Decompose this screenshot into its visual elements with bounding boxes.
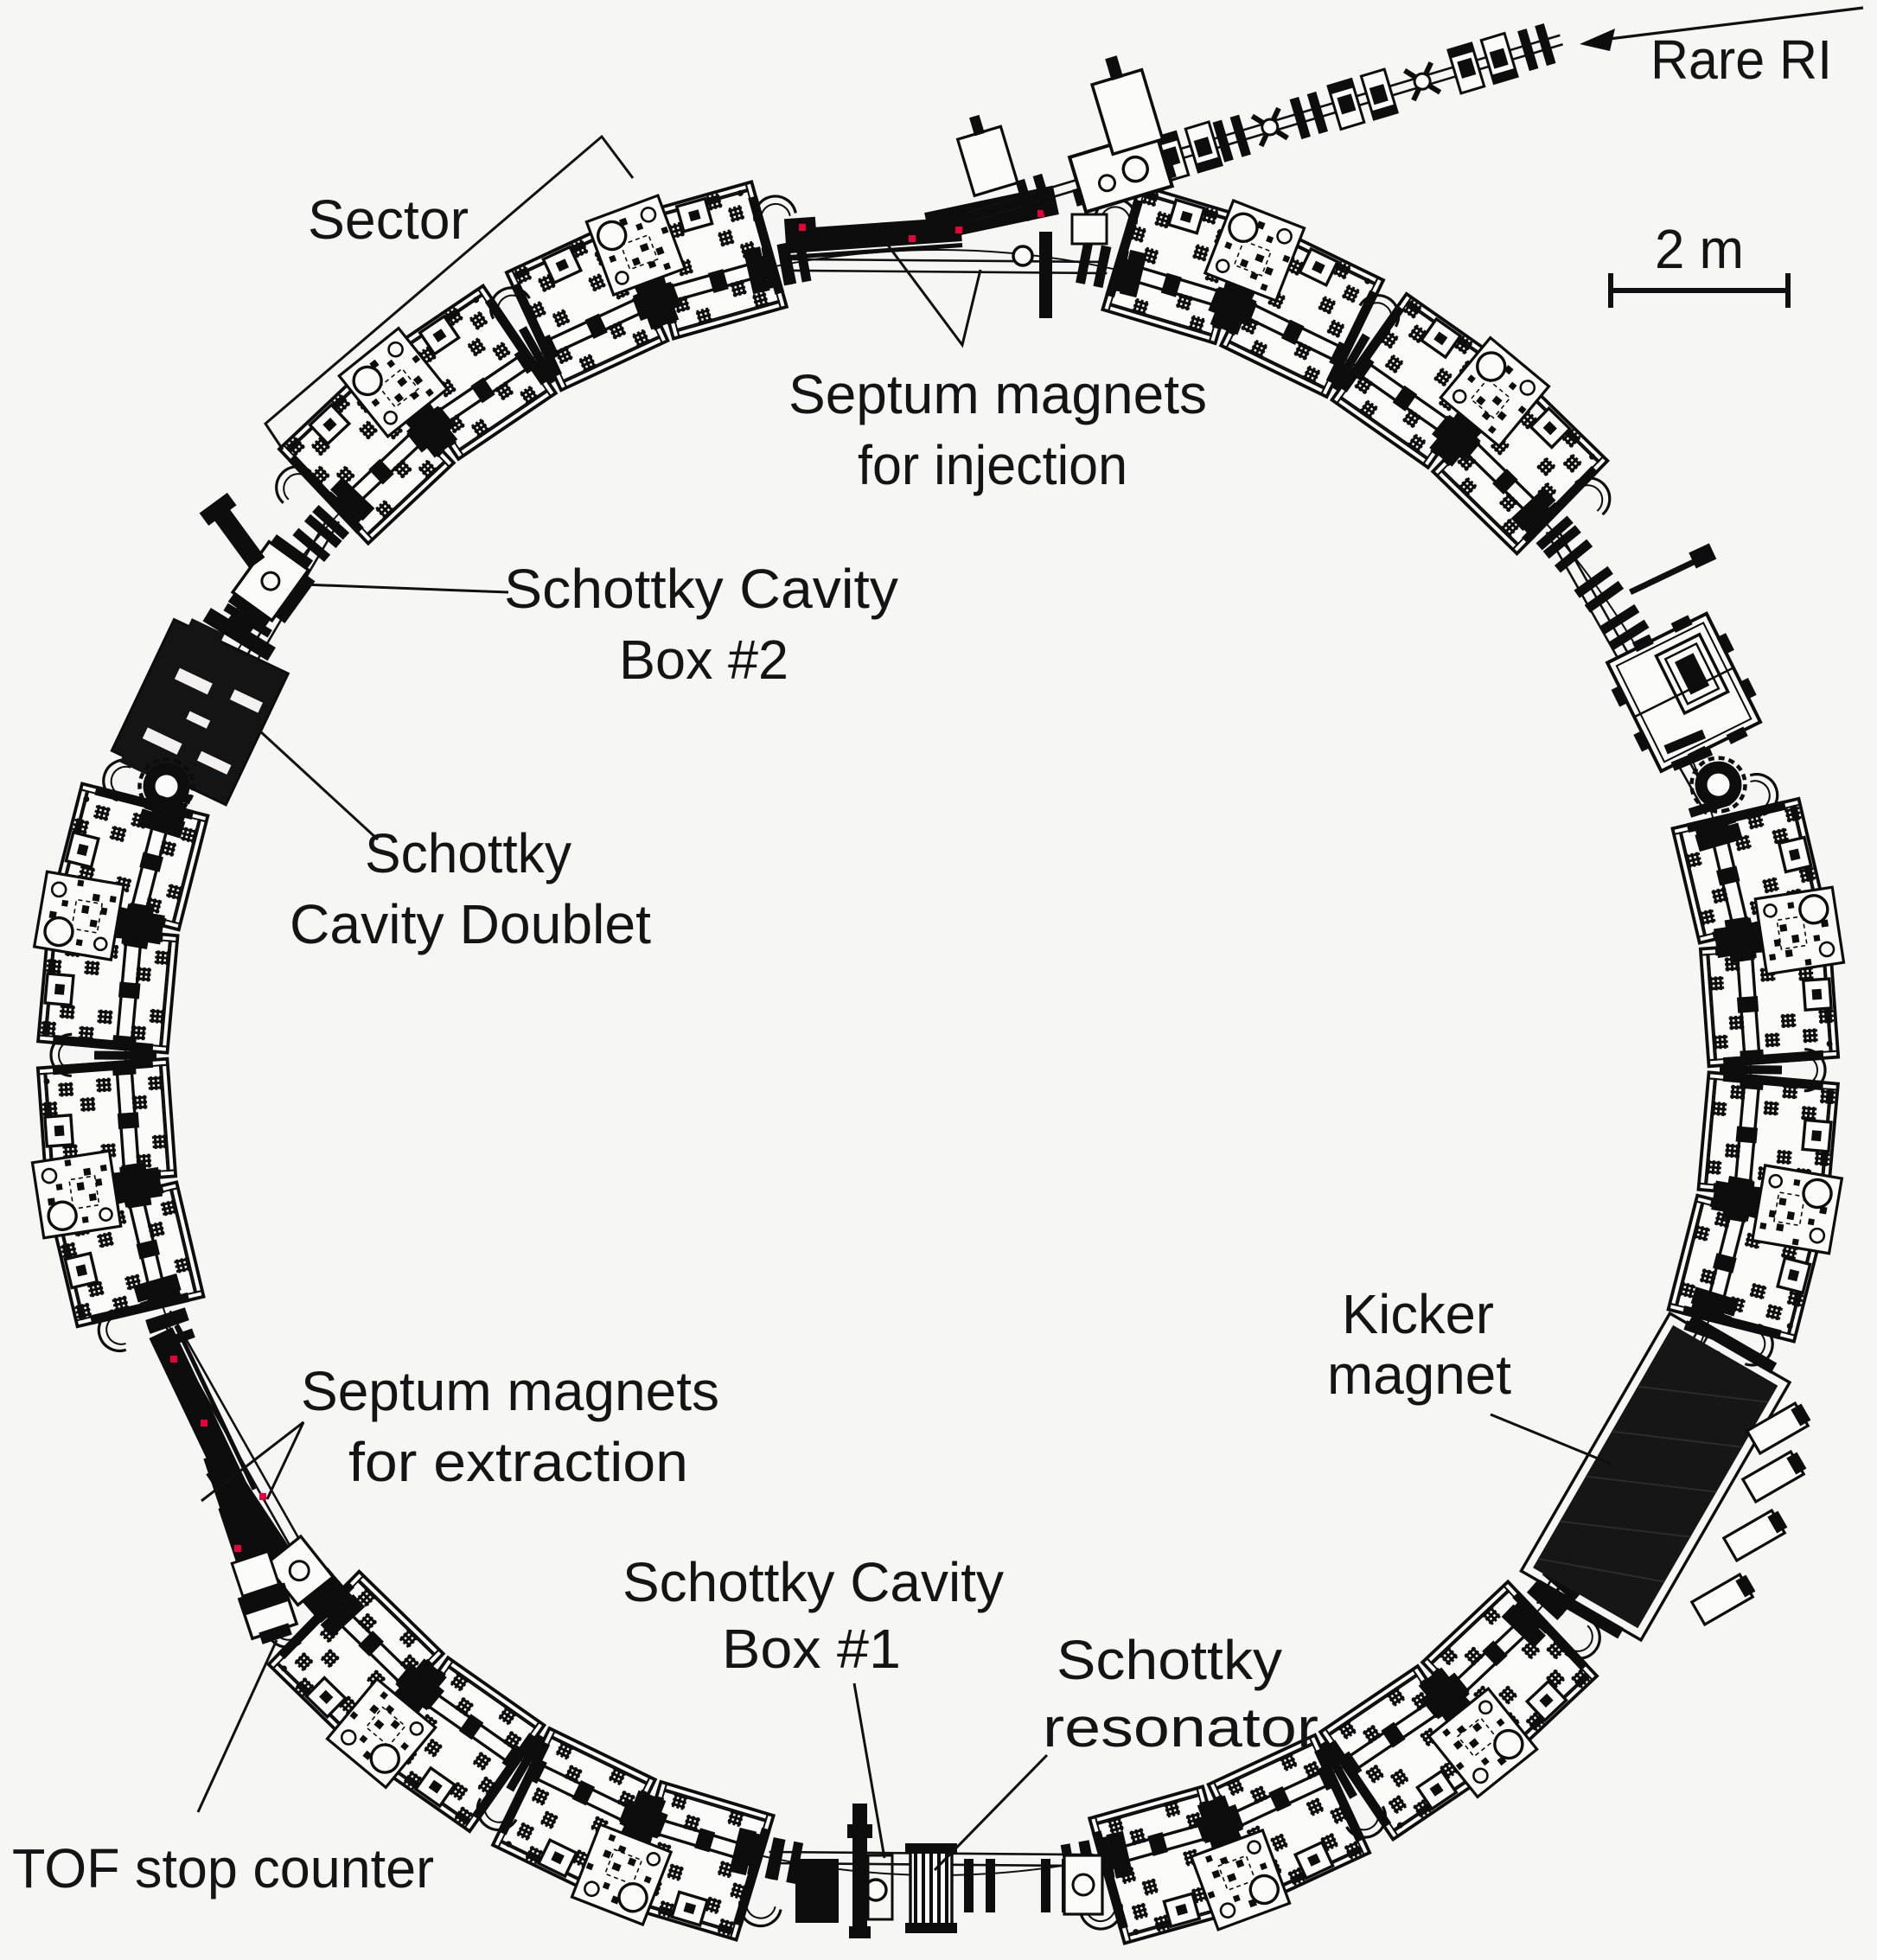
svg-text:for extraction: for extraction — [348, 1431, 688, 1493]
svg-text:Cavity Doublet: Cavity Doublet — [290, 893, 651, 955]
svg-text:Box #2: Box #2 — [619, 629, 788, 691]
svg-text:2 m: 2 m — [1655, 218, 1744, 280]
svg-text:Sector: Sector — [308, 188, 469, 251]
svg-text:Rare RI: Rare RI — [1650, 29, 1832, 91]
svg-text:Schottky: Schottky — [365, 822, 571, 884]
svg-text:TOF stop counter: TOF stop counter — [12, 1837, 434, 1899]
svg-text:Kicker: Kicker — [1342, 1283, 1494, 1345]
svg-text:magnet: magnet — [1327, 1344, 1511, 1406]
svg-text:Septum magnets: Septum magnets — [301, 1360, 719, 1422]
svg-text:Schottky Cavity: Schottky Cavity — [622, 1551, 1004, 1613]
svg-text:resonator: resonator — [1043, 1696, 1318, 1759]
svg-text:for injection: for injection — [858, 434, 1127, 496]
svg-text:Schottky: Schottky — [1057, 1629, 1282, 1691]
svg-text:Septum magnets: Septum magnets — [788, 363, 1207, 425]
svg-text:Schottky Cavity: Schottky Cavity — [504, 558, 898, 620]
svg-text:Box #1: Box #1 — [722, 1618, 901, 1680]
